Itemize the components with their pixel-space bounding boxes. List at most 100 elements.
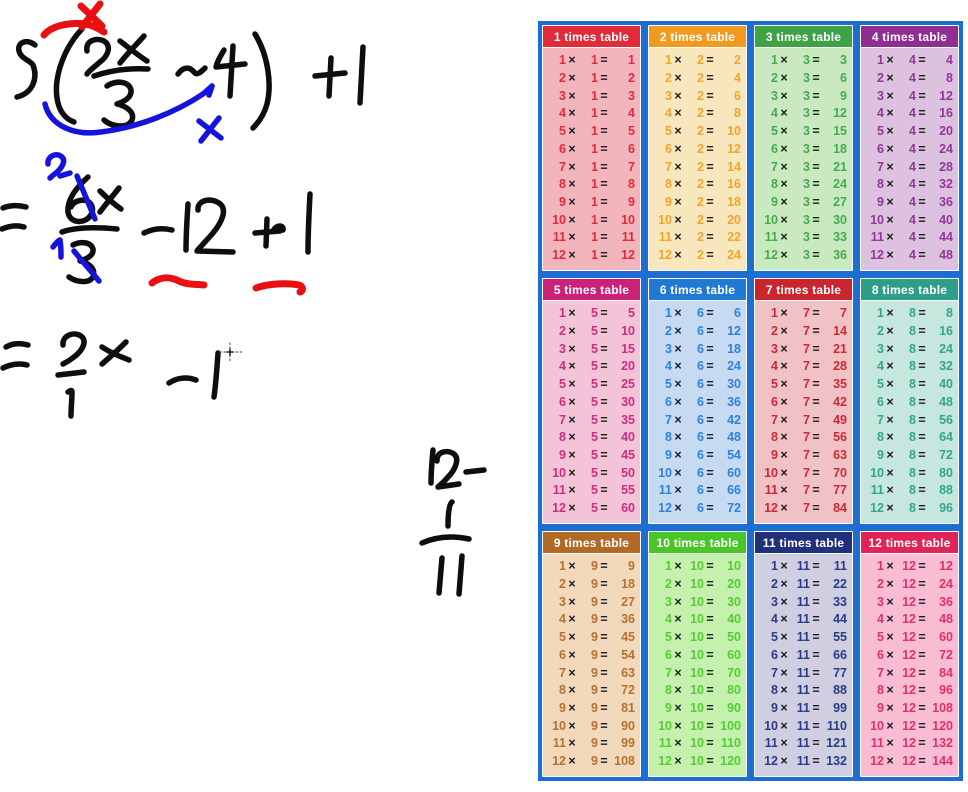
times-symbol: × xyxy=(568,177,576,192)
multiplier: 12 xyxy=(902,700,916,715)
product: 81 xyxy=(621,700,635,715)
equals-symbol: = xyxy=(812,483,820,498)
product: 32 xyxy=(939,177,953,192)
times-symbol: × xyxy=(886,501,894,516)
times-symbol: × xyxy=(568,306,576,321)
equals-symbol: = xyxy=(812,230,820,245)
product: 56 xyxy=(939,412,953,427)
product: 32 xyxy=(939,359,953,374)
times-table-row: 11×11=121 xyxy=(760,737,847,750)
times-table-row: 9×2=18 xyxy=(654,196,741,209)
multiplier: 5 xyxy=(591,394,598,409)
times-symbol: × xyxy=(674,647,682,662)
times-table-row: 3×5=15 xyxy=(548,343,635,356)
multiplicand: 11 xyxy=(764,230,778,245)
times-symbol: × xyxy=(886,447,894,462)
multiplicand: 3 xyxy=(877,594,884,609)
red-annotation-line-1 xyxy=(40,0,108,39)
times-symbol: × xyxy=(886,323,894,338)
multiplier: 2 xyxy=(697,106,704,121)
times-table-row: 4×8=32 xyxy=(866,360,953,373)
times-symbol: × xyxy=(886,141,894,156)
equals-symbol: = xyxy=(706,341,714,356)
equals-symbol: = xyxy=(812,124,820,139)
multiplicand: 3 xyxy=(771,341,778,356)
multiplicand: 4 xyxy=(559,106,566,121)
times-table-row: 5×9=45 xyxy=(548,631,635,644)
times-symbol: × xyxy=(886,430,894,445)
product: 30 xyxy=(621,394,635,409)
times-symbol: × xyxy=(568,377,576,392)
product: 20 xyxy=(939,124,953,139)
multiplicand: 11 xyxy=(764,736,778,751)
equals-symbol: = xyxy=(918,359,926,374)
multiplier: 9 xyxy=(591,718,598,733)
times-symbol: × xyxy=(780,53,788,68)
multiplicand: 2 xyxy=(771,323,778,338)
times-symbol: × xyxy=(674,736,682,751)
times-table-title: 9 times table xyxy=(543,532,640,554)
multiplicand: 3 xyxy=(559,341,566,356)
times-symbol: × xyxy=(780,465,788,480)
product: 24 xyxy=(939,341,953,356)
multiplicand: 1 xyxy=(559,53,566,68)
times-symbol: × xyxy=(780,754,788,769)
times-table-row: 4×9=36 xyxy=(548,613,635,626)
product: 24 xyxy=(939,576,953,591)
equals-symbol: = xyxy=(812,736,820,751)
product: 40 xyxy=(939,212,953,227)
product: 50 xyxy=(727,630,741,645)
times-table-row: 4×2=8 xyxy=(654,107,741,120)
times-symbol: × xyxy=(886,754,894,769)
product: 1 xyxy=(628,53,635,68)
multiplicand: 1 xyxy=(877,306,884,321)
multiplicand: 7 xyxy=(665,665,672,680)
multiplicand: 9 xyxy=(665,447,672,462)
product: 99 xyxy=(621,736,635,751)
equals-symbol: = xyxy=(812,700,820,715)
multiplicand: 4 xyxy=(771,612,778,627)
multiplicand: 4 xyxy=(877,106,884,121)
multiplicand: 2 xyxy=(877,323,884,338)
product: 110 xyxy=(720,736,741,751)
product: 35 xyxy=(621,412,635,427)
times-table-row: 12×7=84 xyxy=(760,502,847,515)
equals-symbol: = xyxy=(812,630,820,645)
multiplicand: 9 xyxy=(771,700,778,715)
multiplier: 12 xyxy=(902,612,916,627)
product: 12 xyxy=(727,323,741,338)
product: 7 xyxy=(628,159,635,174)
multiplicand: 6 xyxy=(665,141,672,156)
product: 80 xyxy=(939,465,953,480)
product: 27 xyxy=(833,194,847,209)
multiplicand: 4 xyxy=(771,359,778,374)
times-table-row: 5×2=10 xyxy=(654,125,741,138)
product: 15 xyxy=(621,341,635,356)
product: 11 xyxy=(621,230,635,245)
times-table-row: 6×2=12 xyxy=(654,143,741,156)
times-table-row: 9×3=27 xyxy=(760,196,847,209)
equals-symbol: = xyxy=(918,394,926,409)
multiplicand: 12 xyxy=(552,754,566,769)
times-table-row: 6×4=24 xyxy=(866,143,953,156)
multiplicand: 5 xyxy=(771,377,778,392)
times-table-row: 8×12=96 xyxy=(866,684,953,697)
times-symbol: × xyxy=(568,230,576,245)
multiplicand: 2 xyxy=(559,576,566,591)
multiplicand: 2 xyxy=(665,323,672,338)
times-table-row: 9×9=81 xyxy=(548,702,635,715)
product: 10 xyxy=(727,559,741,574)
whiteboard-canvas[interactable] xyxy=(0,0,540,792)
product: 3 xyxy=(628,88,635,103)
equals-symbol: = xyxy=(918,483,926,498)
equals-symbol: = xyxy=(918,53,926,68)
times-symbol: × xyxy=(886,665,894,680)
multiplier: 11 xyxy=(796,612,810,627)
times-symbol: × xyxy=(568,683,576,698)
equals-symbol: = xyxy=(600,124,608,139)
multiplier: 2 xyxy=(697,88,704,103)
times-symbol: × xyxy=(674,483,682,498)
product: 50 xyxy=(621,465,635,480)
times-symbol: × xyxy=(886,124,894,139)
